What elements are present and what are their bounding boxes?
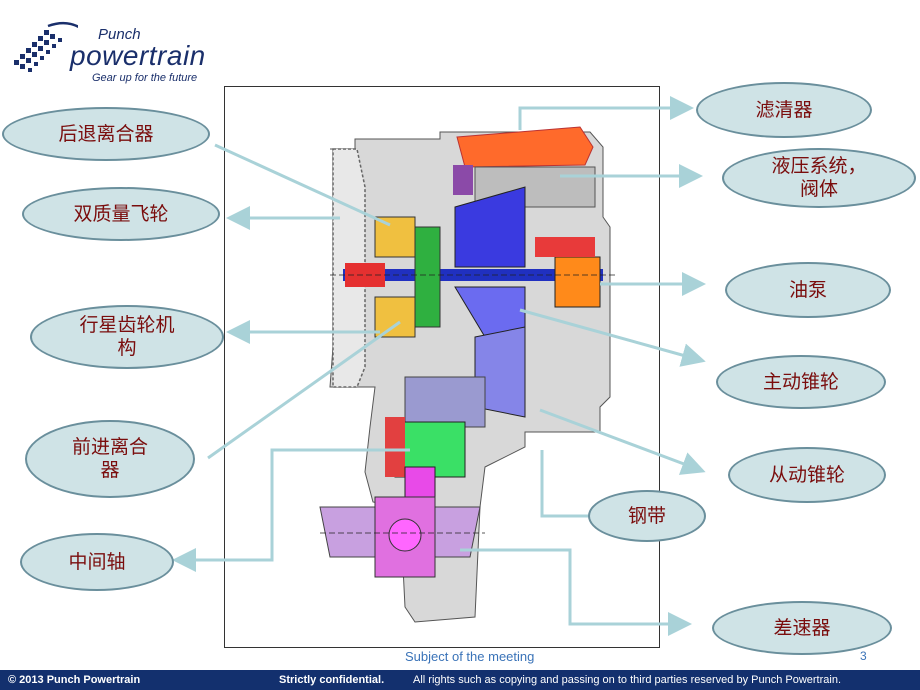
logo-tagline: Gear up for the future — [92, 72, 198, 84]
label-steel-belt: 钢带 — [588, 490, 706, 542]
transmission-cross-section — [319, 126, 615, 623]
label-planetary-gear: 行星齿轮机 构 — [30, 305, 224, 369]
footer-confidential: Strictly confidential. — [279, 674, 385, 686]
label-differential: 差速器 — [712, 601, 892, 655]
footer-copyright: © 2013 Punch Powertrain — [8, 674, 141, 686]
label-oil-pump: 油泵 — [725, 262, 891, 318]
punch-powertrain-logo: Punch powertrain Gear up for the future — [8, 14, 238, 84]
label-reverse-clutch: 后退离合器 — [2, 107, 210, 161]
label-secondary-pulley: 从动锥轮 — [728, 447, 886, 503]
label-intermediate-shaft: 中间轴 — [20, 533, 174, 591]
label-dual-mass-flywheel: 双质量飞轮 — [22, 187, 220, 241]
footer-rights: All rights such as copying and passing o… — [413, 674, 842, 686]
label-primary-pulley: 主动锥轮 — [716, 355, 886, 409]
slide-subject: Subject of the meeting — [405, 649, 535, 664]
logo-swoosh-icon — [14, 21, 78, 72]
footer-bar: © 2013 Punch Powertrain Strictly confide… — [0, 670, 920, 690]
logo-brand-top: Punch — [98, 26, 141, 43]
page-number: 3 — [860, 649, 867, 663]
label-forward-clutch: 前进离合 器 — [25, 420, 195, 498]
logo-brand-main: powertrain — [70, 40, 206, 71]
label-hydraulic-system: 液压系统， 阀体 — [722, 148, 916, 208]
transmission-diagram-frame — [224, 86, 660, 648]
label-filter: 滤清器 — [696, 82, 872, 138]
